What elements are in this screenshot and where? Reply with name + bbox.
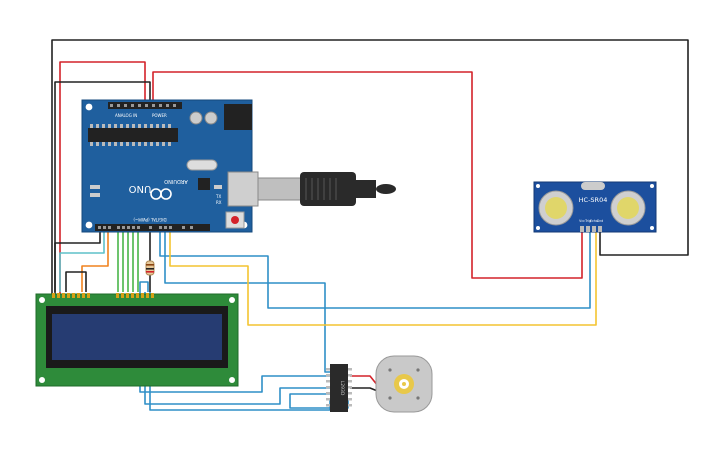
wire-yellow-echo [169,230,597,326]
wire-black-digital-gnd [54,230,101,292]
wire-black-lcd-gnd [54,81,151,295]
led-l [90,185,100,189]
board-model-label: UNO [129,183,152,194]
digital-header-label: DIGITAL (PWM~) [133,217,167,222]
wire-red-sensor-vcc [152,71,583,279]
atmega-chip [88,128,178,142]
wire-orange-lcd [81,230,109,292]
wire-red-motor [350,375,379,387]
lcd-screen [52,314,222,360]
sensor-crystal [581,182,605,190]
arduino-uno-board: ANALOG IN POWER [81,99,259,233]
usb-port [227,171,259,207]
led-rx [214,185,222,189]
capacitor [189,111,203,125]
wire-teal-lcd [59,230,105,292]
wire-blue-c [139,281,330,393]
wire-red-lcd-power [59,61,146,295]
usb-cable [257,172,396,206]
lcd-pin-header [52,293,154,298]
board-brand-label: ARDUINO [164,178,188,184]
mount-hole [85,103,93,111]
wire-black-lcd-rw [65,271,87,292]
sensor-model-label: HC-SR04 [579,196,608,204]
crystal [186,159,218,171]
usb-chip [198,178,210,190]
sensor-pin-gnd: Gnd [597,219,604,223]
resistor [145,260,155,276]
arduino-infinity-logo [150,188,172,200]
analog-header-label: ANALOG IN [115,113,137,118]
power-header-label: POWER [152,113,167,118]
label-rx: RX [216,200,222,205]
led-tx [90,193,100,197]
motor-driver-label: L293D [339,381,345,396]
wire-blue-a [159,230,591,309]
wire-green-bus [117,230,139,292]
sensor-pins [580,226,602,232]
wire-black-ground-loop [51,39,689,295]
digital-header [95,224,210,231]
dc-motor [375,355,433,413]
sensor-pin-vcc: Vcc [579,219,585,223]
sensor-pin-echo: Echo [590,219,598,223]
label-tx: TX [215,194,221,199]
sensor-pin-trig: Trig [584,219,591,223]
hc-sr04-sensor: HC-SR04 Vcc Trig Echo Gnd [533,181,657,233]
capacitor [204,111,218,125]
mount-hole [85,221,93,229]
wire-blue-b [164,230,338,373]
lcd-16x2 [35,293,239,387]
power-jack [224,104,252,130]
motor-driver-ic: L293D [326,364,352,412]
reset-button-cap [231,216,239,224]
